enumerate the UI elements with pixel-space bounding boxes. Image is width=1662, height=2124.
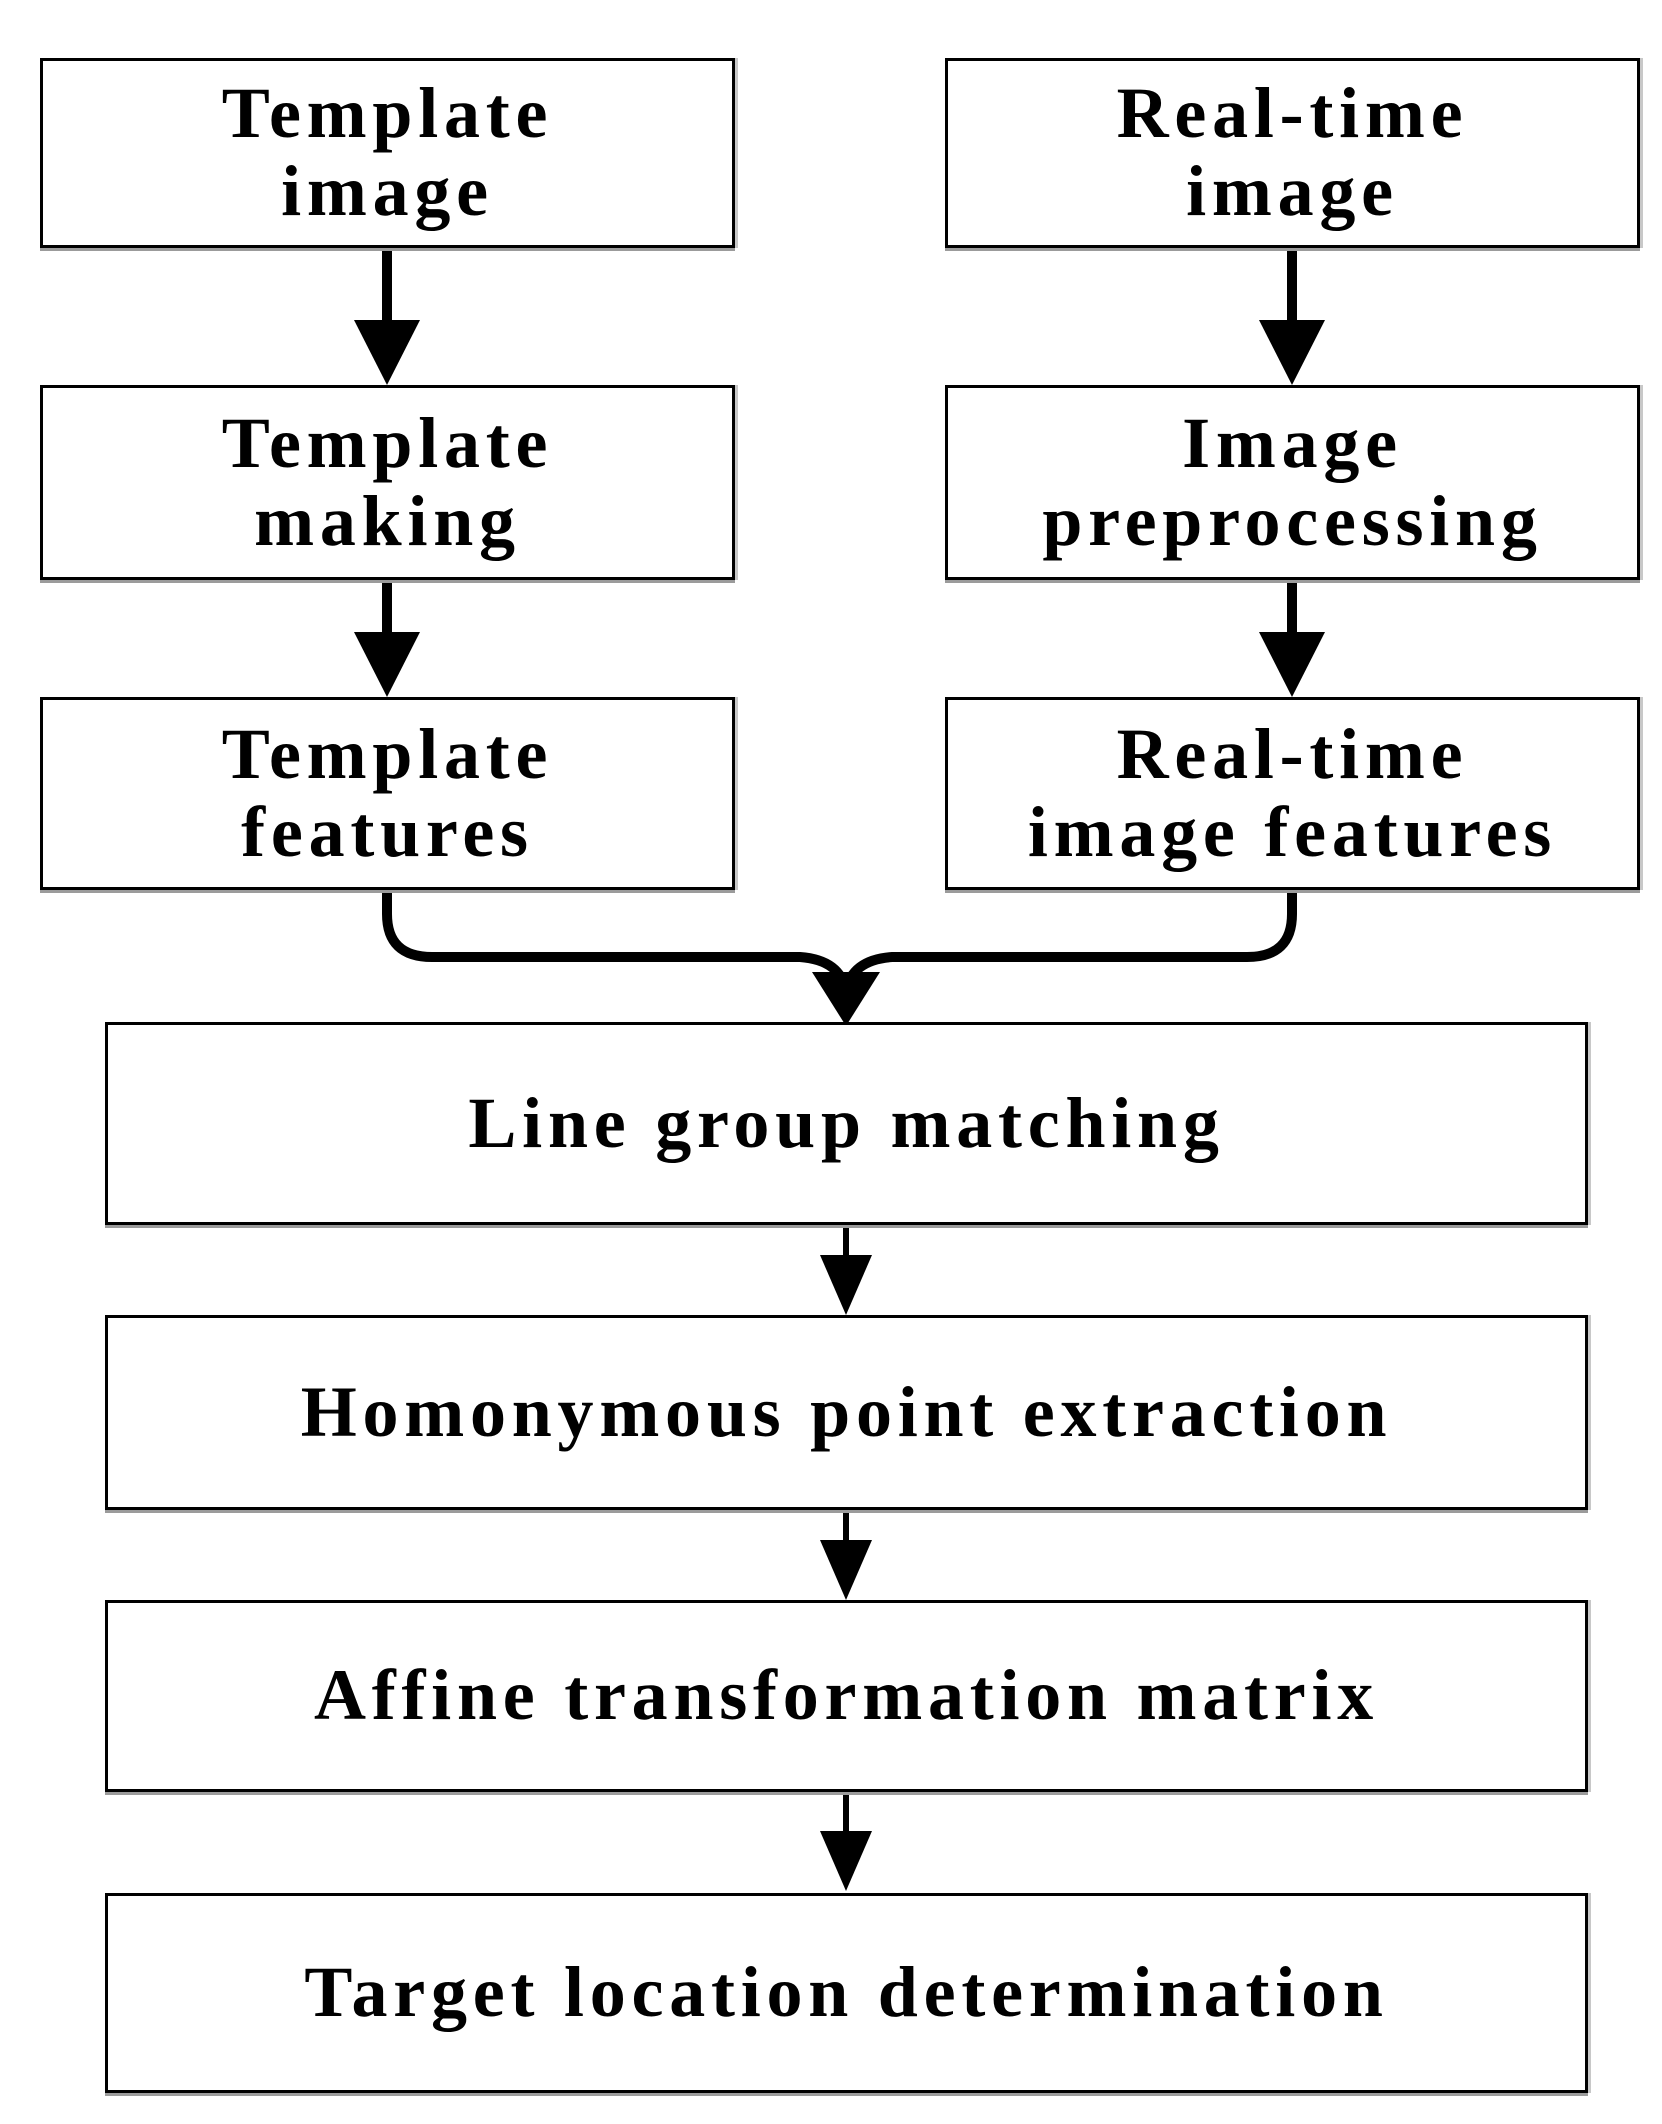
node-target-location-determination: Target location determination xyxy=(105,1893,1588,2093)
node-affine-transformation-matrix: Affine transformation matrix xyxy=(105,1600,1588,1792)
node-label-line: features xyxy=(241,791,534,872)
arrow-homonymous-point-extraction-to-affine-transformation-matrix xyxy=(820,1510,872,1600)
node-label-line: preprocessing xyxy=(1042,480,1543,561)
node-template-image: Template image xyxy=(40,58,735,248)
node-label-line: Real-time xyxy=(1116,713,1469,794)
node-label-line: Line group matching xyxy=(468,1082,1225,1163)
node-label-line: image xyxy=(281,151,494,231)
node-label-line: making xyxy=(254,480,521,561)
node-label-line: image xyxy=(1186,151,1399,231)
arrow-affine-transformation-matrix-to-target-location-determination xyxy=(820,1792,872,1891)
node-label-line: Homonymous point extraction xyxy=(300,1371,1393,1452)
node-label-line: Real-time xyxy=(1116,73,1469,154)
arrow-image-preprocessing-to-real-time-image-features xyxy=(1259,580,1325,697)
node-label-line: Image xyxy=(1182,402,1403,483)
node-template-features: Template features xyxy=(40,697,735,890)
node-real-time-image-features: Real-time image features xyxy=(945,697,1640,890)
node-image-preprocessing: Image preprocessing xyxy=(945,385,1640,580)
node-label-line: image features xyxy=(1027,791,1558,872)
node-label-line: Affine transformation matrix xyxy=(313,1655,1380,1736)
merge-connector-features-to-line-group-matching xyxy=(382,890,1297,1026)
arrow-real-time-image-to-image-preprocessing xyxy=(1259,248,1325,385)
node-real-time-image: Real-time image xyxy=(945,58,1640,248)
arrow-template-making-to-template-features xyxy=(354,580,420,697)
node-template-making: Template making xyxy=(40,385,735,580)
node-label-line: Template xyxy=(221,402,554,483)
node-line-group-matching: Line group matching xyxy=(105,1022,1588,1225)
arrow-template-image-to-template-making xyxy=(354,248,420,385)
node-homonymous-point-extraction: Homonymous point extraction xyxy=(105,1315,1588,1510)
arrow-line-group-matching-to-homonymous-point-extraction xyxy=(820,1225,872,1315)
node-label-line: Template xyxy=(221,713,554,794)
node-label-line: Template xyxy=(221,73,554,154)
node-label-line: Target location determination xyxy=(304,1952,1389,2033)
